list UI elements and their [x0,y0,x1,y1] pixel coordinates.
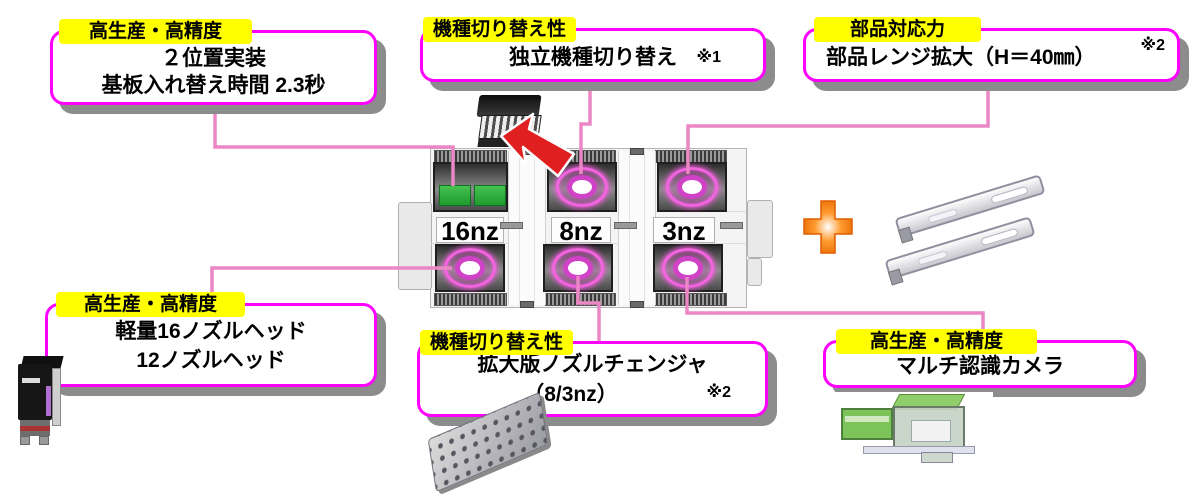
feeder-notch [887,268,904,286]
nozzle-ring-core [572,180,592,194]
nozzle-ring-core [678,261,698,275]
callout-header: 高生産・高精度 [59,19,253,44]
module-16nz-label: 16nz [441,216,499,246]
multi-recognition-camera-photo [833,392,993,464]
nozzle-tray-plate [427,391,549,493]
callout-note: ※1 [696,49,721,66]
module-3nz-label: 3nz [662,216,706,246]
head-accent [46,386,51,416]
camera-base-plate [863,446,975,454]
camera-window [911,420,951,442]
feeder-slot [917,250,949,266]
feeder-belt [655,293,727,306]
nozzle-ring-core [568,261,588,275]
callout-bottom-left: 高生産・高精度 軽量16ノズルヘッド 12ノズルヘッド [45,292,377,387]
callout-text: 独立機種切り替え [509,46,677,69]
callout-note: ※2 [706,384,731,401]
callout-header: 高生産・高精度 [836,329,1038,354]
pcb-green-board [439,185,471,206]
callout-top-left: 高生産・高精度 ２位置実装 基板入れ替え時間 2.3秒 [50,19,377,105]
callout-text: マルチ認識カメラ [896,355,1064,378]
separator-clamp [520,301,534,308]
feeder-belt [545,293,616,306]
head-label-tag [22,378,40,383]
nozzle-ring [552,248,604,288]
red-arrow-icon [499,112,576,178]
nozzle-ring [444,248,496,288]
module-16nz-bottom-panel [435,244,505,292]
callout-text: 基板入れ替え時間 2.3秒 [101,74,326,97]
mounter-machine-top-view: 16nz 8nz 3nz [398,145,774,311]
callout-note: ※2 [1140,37,1165,54]
feeder-slot [990,185,1029,205]
feeder-notch [897,226,914,244]
head-red-stripe [20,426,50,431]
module-8nz-bottom-panel [543,244,613,292]
module-label-plate [436,217,504,243]
pcb-green-board [474,185,506,206]
callout-text: 拡大版ノズルチェンジャ [477,353,708,376]
stick-feeders-photo [878,174,1053,286]
callout-text: 軽量16ノズルヘッド [115,320,307,343]
module-label-plate [551,217,611,243]
callout-header: 部品対応力 [814,17,982,42]
callout-bottom-right: 高生産・高精度 マルチ認識カメラ [823,329,1137,388]
callout-top-middle: 機種切り替え性 独立機種切り替え ※1 [420,17,766,82]
signal-indicator [614,222,637,229]
callout-header: 機種切り替え性 [420,330,574,355]
nozzle-ring-core [460,261,480,275]
feeder-slot [980,227,1019,247]
module-3nz-top-panel [657,162,727,212]
module-label-plate [653,217,715,243]
callout-text: （8/3nz） [523,383,618,406]
separator-clamp [630,148,644,155]
head-foot [20,436,30,445]
head-column [52,368,61,426]
nozzle-ring [662,248,714,288]
callout-top-right: 部品対応力 部品レンジ拡大（H＝40㎜） ※2 [803,17,1180,82]
conveyor-port-right-lower [747,258,762,286]
camera-foot [921,452,953,463]
callout-text: 部品レンジ拡大（H＝40㎜） [826,46,1096,69]
camera-side-unit [841,408,893,440]
feeder-slot [927,208,959,224]
nozzle-ring [666,167,718,207]
signal-indicator [720,222,743,229]
callout-text: ２位置実装 [161,47,266,70]
nozzle-changer-tray-photo [415,390,565,493]
module-3nz-bottom-panel [653,244,723,292]
nozzle-ring-core [682,180,702,194]
camera-side-stripe [845,416,889,422]
nozzle-head-photo [12,356,70,451]
callout-header: 機種切り替え性 [423,17,577,42]
head-foot [39,436,49,445]
callout-text: 12ノズルヘッド [136,349,286,372]
separator-clamp [630,301,644,308]
module-8nz-label: 8nz [559,216,603,246]
conveyor-port-right [747,200,773,258]
callout-header: 高生産・高精度 [56,292,246,317]
signal-indicator [500,222,523,229]
conveyor-port-left [398,202,432,290]
body-line [431,243,746,244]
feeder-belt [434,293,507,306]
plus-icon [803,200,853,254]
